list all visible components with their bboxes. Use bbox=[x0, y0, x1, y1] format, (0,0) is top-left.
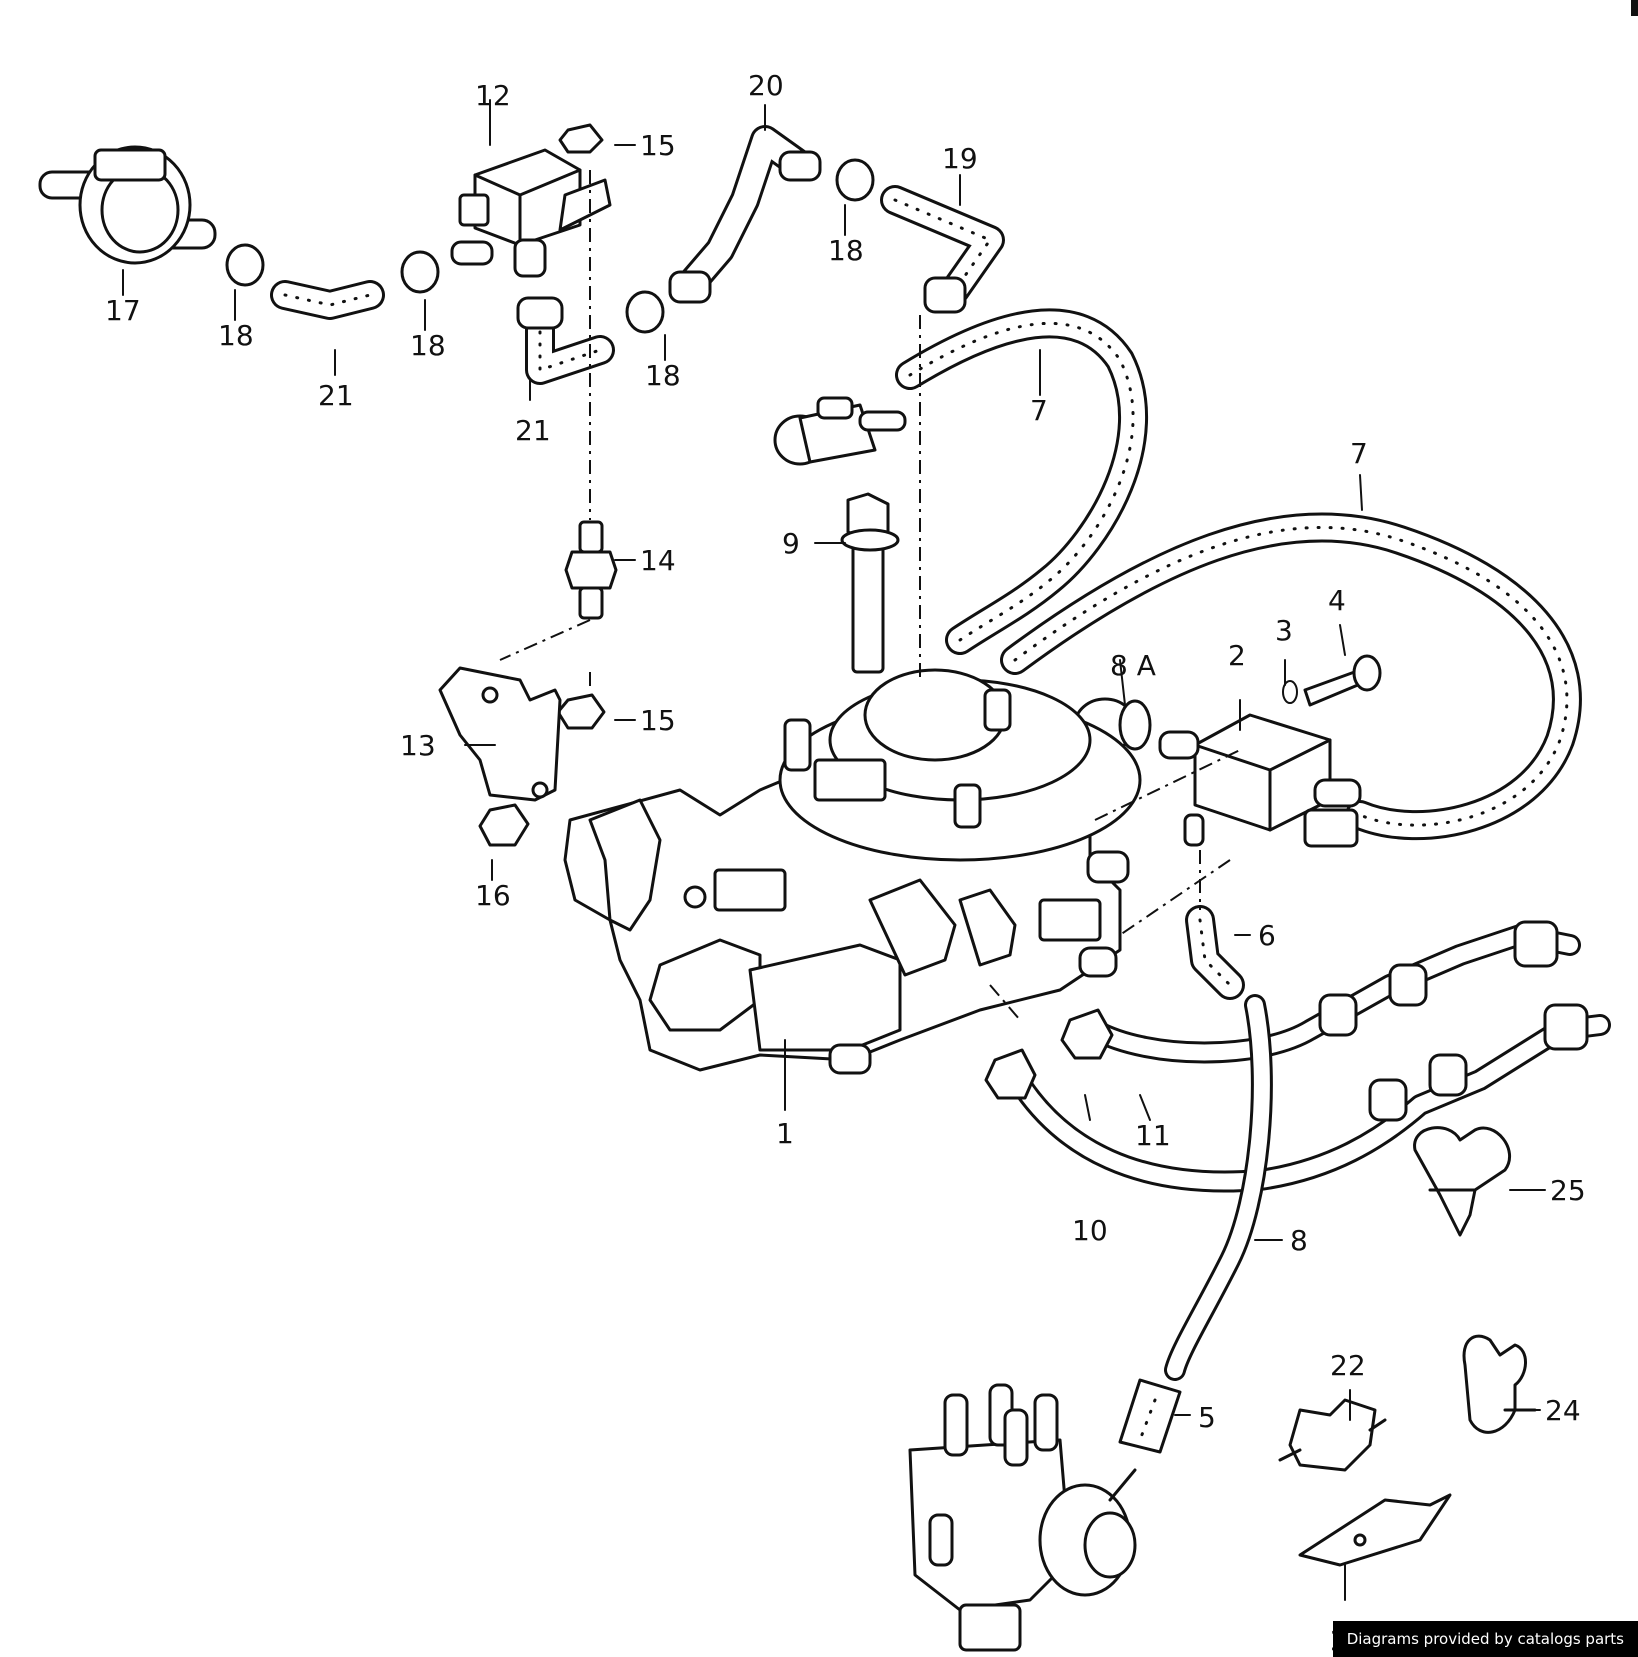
assembly-lines bbox=[499, 170, 1241, 1021]
callout-8a: 8 A bbox=[1110, 649, 1156, 682]
callout-6: 6 bbox=[1258, 919, 1276, 952]
callout-25: 25 bbox=[1550, 1174, 1586, 1207]
callout-15-top: 15 bbox=[640, 129, 676, 162]
callout-19: 19 bbox=[942, 142, 978, 175]
callout-4: 4 bbox=[1328, 584, 1346, 617]
part-15-nuts bbox=[556, 123, 606, 730]
part-17-valve bbox=[38, 145, 217, 265]
callout-7-long: 7 bbox=[1350, 437, 1368, 470]
part-11-fuel-line bbox=[1060, 920, 1581, 1064]
part-3-washer bbox=[1282, 680, 1298, 704]
callout-18-c: 18 bbox=[645, 359, 681, 392]
callout-24: 24 bbox=[1545, 1394, 1581, 1427]
callout-17: 17 bbox=[105, 294, 141, 327]
distributor bbox=[908, 1383, 1137, 1652]
callout-10: 10 bbox=[1072, 1214, 1108, 1247]
callout-11: 11 bbox=[1135, 1119, 1171, 1152]
leader-lines bbox=[122, 99, 1546, 1601]
part-25-clip bbox=[1413, 1126, 1512, 1237]
callout-9: 9 bbox=[782, 527, 800, 560]
part-12-solenoid-valve bbox=[450, 148, 612, 278]
callout-18-d: 18 bbox=[828, 234, 864, 267]
part-19-hose bbox=[880, 185, 1005, 314]
part-8a-plug bbox=[1073, 697, 1152, 753]
part-2-valve bbox=[1158, 713, 1362, 848]
part-21-hose-left bbox=[270, 280, 385, 320]
part-23-bracket bbox=[1298, 1493, 1452, 1567]
callout-5: 5 bbox=[1198, 1401, 1216, 1434]
part-24-clip bbox=[1462, 1334, 1537, 1434]
part-7-hose-upper bbox=[895, 308, 1149, 655]
callout-14: 14 bbox=[640, 544, 676, 577]
part-1-throttle-body bbox=[563, 668, 1142, 1075]
callout-2: 2 bbox=[1228, 639, 1246, 672]
callout-21-b: 21 bbox=[515, 414, 551, 447]
callout-18-b: 18 bbox=[410, 329, 446, 362]
part-16-nut bbox=[478, 803, 530, 847]
part-20-hose bbox=[668, 125, 822, 304]
callout-13: 13 bbox=[400, 729, 436, 762]
part-7-hose-long bbox=[1000, 512, 1582, 840]
sensor-connector bbox=[773, 396, 907, 466]
corner-mark bbox=[1631, 0, 1638, 16]
callout-21-a: 21 bbox=[318, 379, 354, 412]
callout-7-upper: 7 bbox=[1030, 394, 1048, 427]
credit-banner: Diagrams provided by catalogs parts bbox=[1332, 1621, 1638, 1657]
callout-15-mid: 15 bbox=[640, 704, 676, 737]
callout-3: 3 bbox=[1275, 614, 1293, 647]
part-8-vacuum-hose bbox=[1164, 994, 1273, 1381]
callout-12: 12 bbox=[475, 79, 511, 112]
part-9-bolt bbox=[840, 492, 900, 674]
callout-22: 22 bbox=[1330, 1349, 1366, 1382]
part-4-screw bbox=[1303, 654, 1382, 707]
callout-1: 1 bbox=[776, 1117, 794, 1150]
part-13-bracket bbox=[438, 666, 562, 802]
part-14-fitting bbox=[564, 520, 618, 620]
callout-labels: 1 2 3 4 5 6 7 7 8 8 A 9 10 11 12 13 14 1… bbox=[105, 69, 1586, 1657]
part-22-clip bbox=[1278, 1398, 1387, 1472]
callout-18-a: 18 bbox=[218, 319, 254, 352]
part-6-elbow bbox=[1185, 905, 1245, 1000]
part-21-hose-elbow bbox=[516, 296, 615, 385]
callout-16: 16 bbox=[475, 879, 511, 912]
part-18-clamps bbox=[225, 158, 875, 334]
part-5-sleeve bbox=[1118, 1378, 1182, 1454]
callout-20: 20 bbox=[748, 69, 784, 102]
callout-8: 8 bbox=[1290, 1224, 1308, 1257]
